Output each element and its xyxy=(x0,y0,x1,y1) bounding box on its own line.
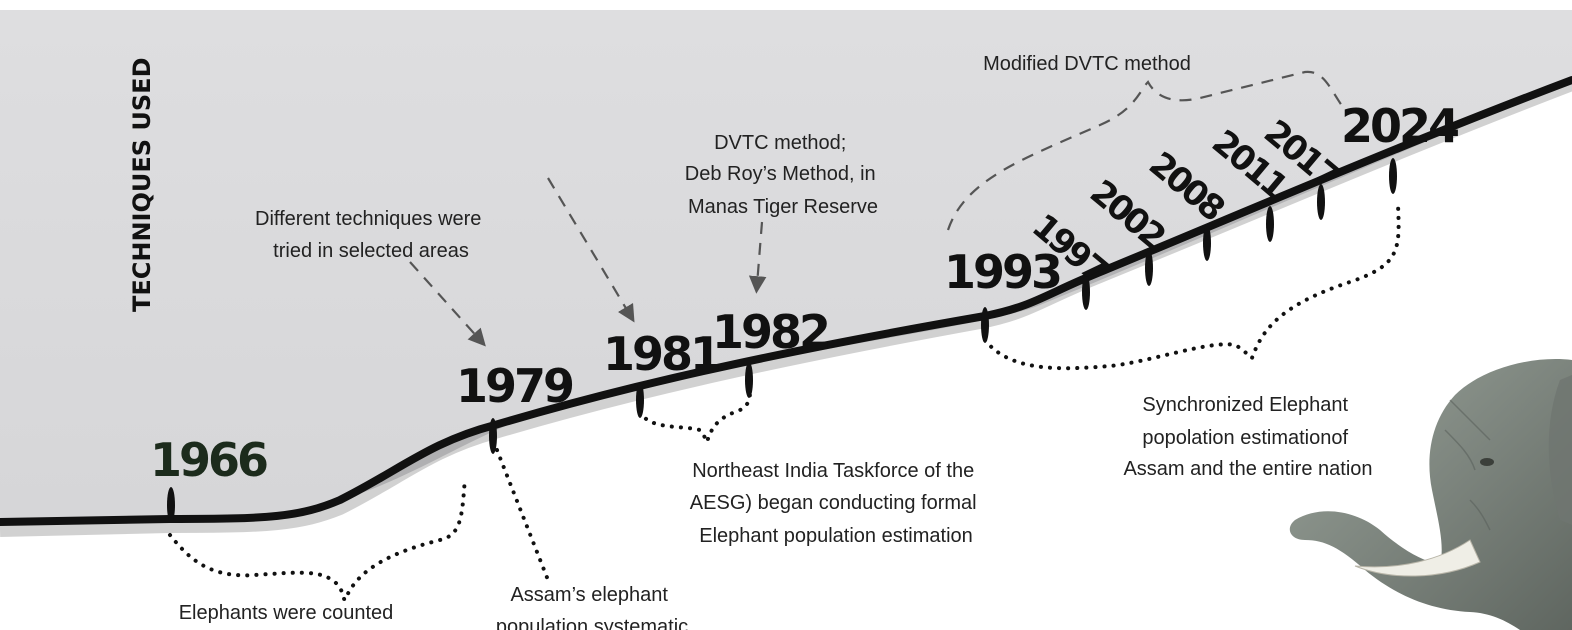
note-elephants-counted: Elephants were counted xyxy=(179,602,394,624)
note-assam-elephant: Assam’s elephant population systematic xyxy=(496,584,688,630)
tick-1993 xyxy=(981,307,989,343)
note-assam-elephant-line-1: Assam’s elephant xyxy=(510,584,668,606)
elephant-illustration xyxy=(1289,359,1572,630)
note-northeast-line-1: Northeast India Taskforce of the xyxy=(692,460,974,482)
tick-1997 xyxy=(1082,274,1090,310)
note-synchronized-line-3: Assam and the entire nation xyxy=(1123,458,1372,480)
year-1979: 1979 xyxy=(456,359,573,413)
brace-1981-1982 xyxy=(638,390,752,446)
note-synchronized-line-2: popolation estimationof xyxy=(1142,427,1348,449)
arrow-to-1982 xyxy=(748,221,767,294)
tick-1981 xyxy=(636,382,644,418)
timeline-line xyxy=(0,76,1572,526)
tick-2002 xyxy=(1145,250,1153,286)
timeline-shadow xyxy=(0,77,1572,537)
note-dvtc-line-2: Deb Roy’s Method, in xyxy=(685,163,876,185)
elephant-eye xyxy=(1480,458,1494,466)
note-modified-dvtc: Modified DVTC method xyxy=(983,53,1191,75)
year-1966: 1966 xyxy=(150,433,267,487)
tick-2008 xyxy=(1203,225,1211,261)
year-2024: 2024 xyxy=(1341,99,1458,153)
tick-1979 xyxy=(489,418,497,454)
dotted-braces xyxy=(168,203,1401,603)
elephant-head xyxy=(1289,359,1572,630)
note-dvtc-line-1: DVTC method; xyxy=(714,132,846,154)
note-northeast-line-3: Elephant population estimation xyxy=(699,525,973,547)
year-1981: 1981 xyxy=(603,327,719,381)
year-1993: 1993 xyxy=(944,245,1060,299)
tick-2017 xyxy=(1317,184,1325,220)
tick-2024 xyxy=(1389,158,1397,194)
note-different-techniques-line-1: Different techniques were xyxy=(255,208,481,230)
tick-2011 xyxy=(1266,206,1274,242)
brace-1966-1979 xyxy=(168,476,467,603)
note-synchronized-line-1: Synchronized Elephant xyxy=(1142,394,1348,416)
year-1982: 1982 xyxy=(712,305,828,359)
note-dvtc-line-3: Manas Tiger Reserve xyxy=(688,196,878,218)
note-elephants-counted-line-1: Elephants were counted xyxy=(179,602,394,624)
note-northeast-taskforce: Northeast India Taskforce of the AESG) b… xyxy=(690,460,982,547)
note-dvtc: DVTC method; Deb Roy’s Method, in Manas … xyxy=(685,132,881,218)
year-ticks xyxy=(167,158,1397,523)
elephant-ear xyxy=(1548,375,1572,525)
sky-region xyxy=(0,10,1572,520)
section-label: TECHNIQUES USED xyxy=(128,58,156,313)
note-northeast-line-2: AESG) began conducting formal xyxy=(690,492,977,514)
dashed-connectors xyxy=(409,70,1346,347)
elephant-tusk xyxy=(1354,539,1481,577)
brace-1993-2024 xyxy=(983,203,1401,371)
tick-1982 xyxy=(745,362,753,398)
note-different-techniques-line-2: tried in selected areas xyxy=(273,240,469,262)
arrow-to-1981 xyxy=(547,177,635,323)
elephant-wrinkles xyxy=(1444,399,1491,531)
tick-1966 xyxy=(167,487,175,523)
note-different-techniques: Different techniques were tried in selec… xyxy=(255,208,487,262)
arrow-to-1979 xyxy=(409,261,486,347)
note-assam-elephant-line-2: population systematic xyxy=(496,616,688,630)
note-synchronized: Synchronized Elephant popolation estimat… xyxy=(1123,394,1372,480)
brace-1979-assam xyxy=(495,448,550,582)
